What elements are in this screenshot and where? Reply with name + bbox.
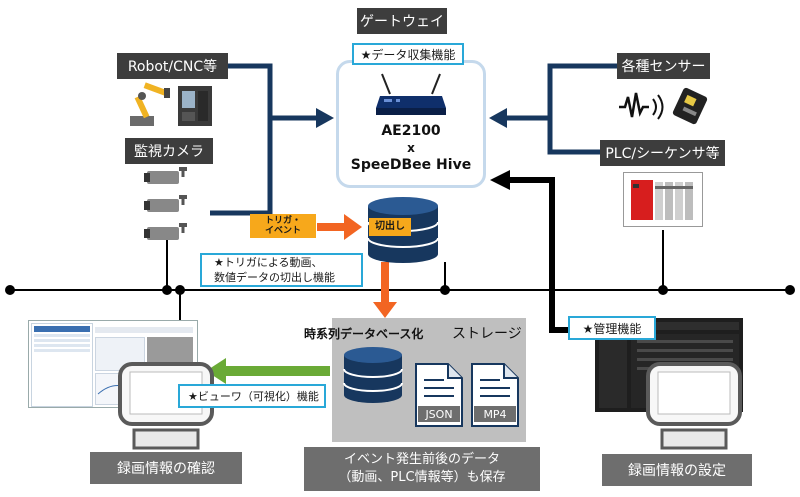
trigger-note-line2: 数値データの切出し機能 (214, 271, 335, 284)
left-client-caption: 録画情報の確認 (90, 452, 242, 484)
viewer-callout: ★ビューワ（可視化）機能 (178, 384, 326, 408)
gateway-software: SpeeDBee Hive (350, 157, 472, 173)
storage-arrow-body (381, 262, 389, 304)
storage-caption: イベント発生前後のデータ （動画、PLC情報等）も保存 (304, 447, 540, 491)
camera-to-gateway-line (210, 118, 273, 216)
viewer-alarm-list (31, 323, 93, 407)
sensor-icons (619, 87, 708, 125)
camera-icon (144, 167, 187, 240)
trigger-tag-line2: イベント (264, 226, 301, 236)
data-collection-callout: ★データ収集機能 (352, 43, 464, 65)
trigger-arrow-body (317, 223, 347, 231)
gateway-right-arrowhead (489, 108, 507, 128)
management-arrowhead (490, 170, 510, 190)
bus-end-right (785, 285, 795, 295)
mgmt-side-menu (599, 334, 627, 408)
management-line (508, 177, 590, 333)
mp4-file-label: MP4 (474, 406, 516, 422)
plc-label: PLC/シーケンサ等 (600, 140, 725, 166)
storage-caption-line2: （動画、PLC情報等）も保存 (338, 470, 506, 485)
gateway-cross: x (407, 141, 415, 155)
viewer-arrow-body (222, 366, 330, 376)
sensors-label: 各種センサー (617, 53, 710, 79)
viewer-arrowhead (206, 358, 226, 384)
gateway-left-arrowhead (316, 108, 334, 128)
storage-caption-line1: イベント発生前後のデータ (343, 452, 500, 467)
gateway-title: ゲートウェイ (357, 8, 447, 34)
trigger-cut-callout: ★トリガによる動画、 数値データの切出し機能 (200, 253, 363, 287)
right-client-monitor-icon (646, 362, 742, 450)
viewer-header-bar (95, 327, 193, 333)
sensor-to-gateway-line (505, 63, 625, 121)
timeseries-db-label: 時系列データベース化 (304, 327, 424, 341)
json-file-label: JSON (418, 406, 460, 422)
mgmt-header-bar (599, 322, 739, 330)
robot-icon (130, 82, 212, 126)
right-client-caption: 録画情報の設定 (602, 454, 752, 486)
trigger-arrowhead (344, 214, 362, 240)
plc-icon (631, 180, 693, 220)
cut-tag: 切出し (369, 218, 411, 236)
camera-label: 監視カメラ (125, 138, 213, 164)
trigger-tag-line1: トリガ・ (264, 216, 301, 226)
storage-database-icon (343, 347, 403, 403)
gateway-device-icon (376, 73, 446, 115)
trigger-note-line1: ★トリガによる動画、 (214, 256, 323, 269)
left-client-monitor-icon (118, 362, 214, 450)
gateway-model: AE2100 (381, 123, 441, 139)
robot-to-gateway-line (228, 63, 318, 121)
storage-arrowhead (373, 302, 397, 318)
trigger-event-tag: トリガ・ イベント (250, 214, 316, 238)
bus-end-left (5, 285, 15, 295)
storage-title: ストレージ (452, 326, 522, 342)
management-callout: ★管理機能 (568, 316, 656, 340)
robot-label: Robot/CNC等 (117, 53, 228, 79)
